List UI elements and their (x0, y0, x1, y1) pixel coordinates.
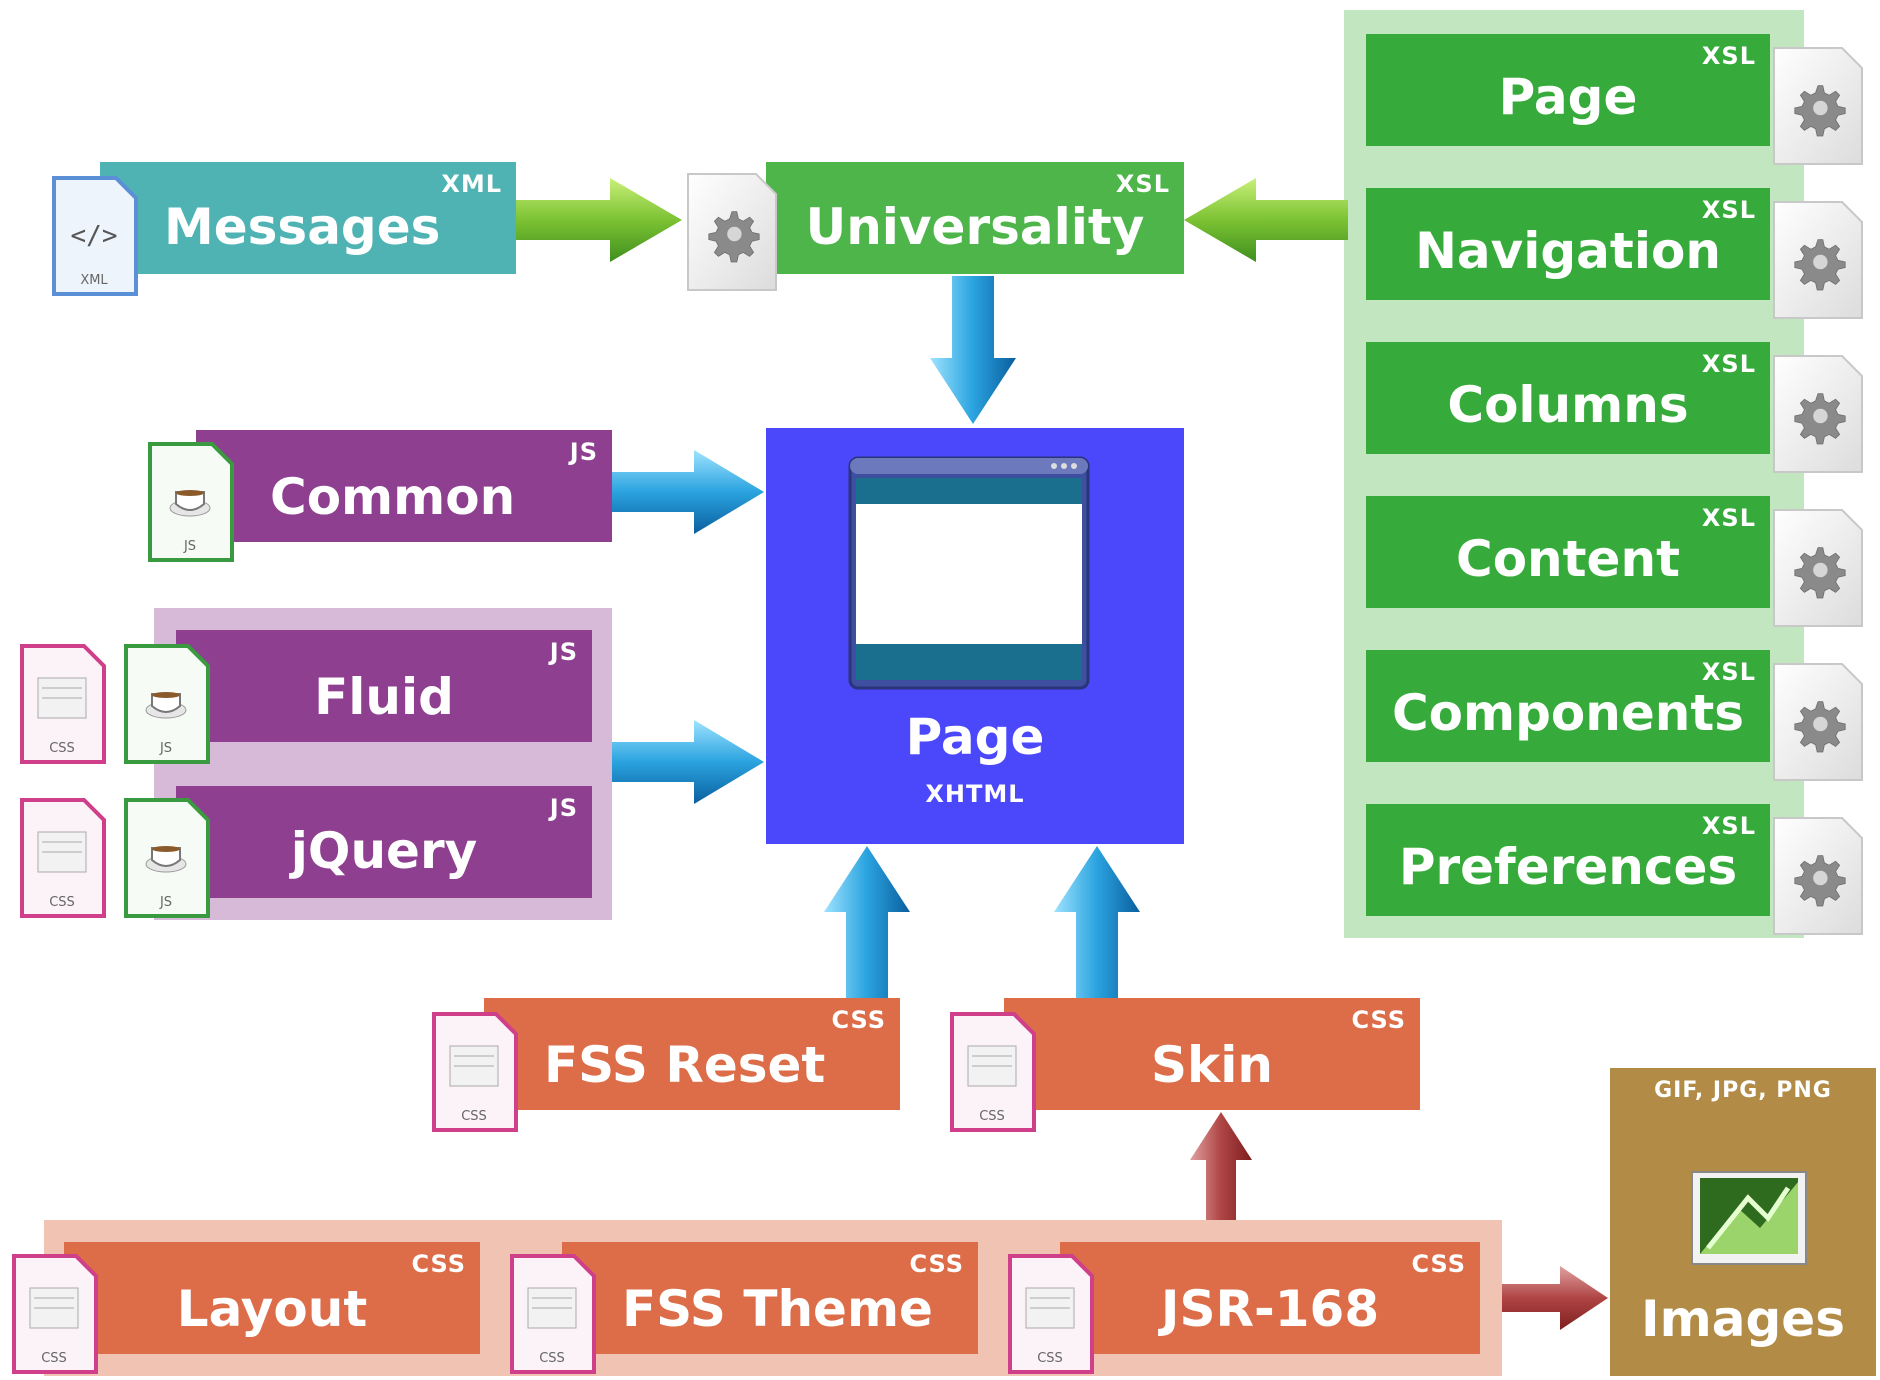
xsl-navigation-label: Navigation (1415, 222, 1721, 280)
gear-icon (1773, 663, 1863, 781)
css-file-icon-text: CSS (41, 1351, 67, 1366)
layout-label: Layout (176, 1280, 368, 1338)
fss-reset-box: CSS FSS Reset (484, 998, 900, 1110)
xsl-box-page: XSL Page (1366, 34, 1770, 146)
fss-theme-box: CSS FSS Theme (562, 1242, 978, 1354)
xsl-tag: XSL (1115, 170, 1170, 198)
xsl-page-label: Page (1498, 68, 1638, 126)
css-file-icon-text: CSS (979, 1109, 1005, 1124)
js-file-icon: JS (124, 798, 210, 918)
js-file-icon-text: JS (159, 895, 172, 910)
page-xhtml-sublabel: XHTML (925, 780, 1025, 808)
svg-text:</>: </> (71, 221, 118, 251)
arrow-jsr168-to-images (1502, 1266, 1608, 1330)
jquery-label: jQuery (290, 822, 478, 880)
xml-file-icon: </> XML (52, 176, 138, 296)
css-file-icon-text: CSS (1037, 1351, 1063, 1366)
css-file-icon: CSS (12, 1254, 98, 1374)
images-box: GIF, JPG, PNG Images (1610, 1068, 1876, 1376)
xsl-stack-panel (1344, 10, 1804, 938)
arrow-fluid-jquery-to-page (612, 720, 764, 804)
xsl-content-label: Content (1456, 530, 1680, 588)
messages-label: Messages (164, 198, 441, 256)
images-label: Images (1641, 1290, 1845, 1348)
xsl-tag: XSL (1701, 504, 1756, 532)
css-tag: CSS (909, 1250, 964, 1278)
css-file-icon-text: CSS (49, 741, 75, 756)
js-tag: JS (549, 638, 578, 666)
xsl-components-label: Components (1391, 684, 1745, 742)
css-file-icon: CSS (20, 798, 106, 918)
fss-reset-label: FSS Reset (544, 1036, 826, 1094)
arrow-skin-to-page (1054, 846, 1140, 998)
fluid-box: JS Fluid (176, 630, 592, 742)
layout-box: CSS Layout (64, 1242, 480, 1354)
skin-box: CSS Skin (1004, 998, 1420, 1110)
fss-theme-label: FSS Theme (622, 1280, 933, 1338)
universality-box: XSL Universality (766, 162, 1184, 274)
arrow-universality-to-page (930, 276, 1016, 424)
gear-icon (687, 173, 777, 291)
js-file-icon-text: JS (159, 741, 172, 756)
gear-icon (1773, 201, 1863, 319)
gear-icon (1773, 355, 1863, 473)
xsl-box-columns: XSL Columns (1366, 342, 1770, 454)
images-format-tag: GIF, JPG, PNG (1654, 1078, 1832, 1103)
js-file-icon: JS (124, 644, 210, 764)
common-label: Common (270, 468, 516, 526)
css-file-icon: CSS (432, 1012, 518, 1132)
arrow-jsr168-to-skin (1190, 1112, 1252, 1220)
css-file-icon: CSS (20, 644, 106, 764)
css-tag: CSS (831, 1006, 886, 1034)
jquery-box: JS jQuery (176, 786, 592, 898)
arrow-messages-to-universality (516, 178, 682, 262)
css-file-icon-text: CSS (49, 895, 75, 910)
js-file-icon: JS (148, 442, 234, 562)
js-file-icon-text: JS (183, 539, 196, 554)
css-file-icon-text: CSS (539, 1351, 565, 1366)
fluid-label: Fluid (314, 668, 454, 726)
common-box: JS Common (196, 430, 612, 542)
universality-label: Universality (805, 198, 1145, 256)
gear-icon (1773, 509, 1863, 627)
xml-file-icon-text: XML (80, 273, 108, 288)
js-tag: JS (569, 438, 598, 466)
skin-label: Skin (1151, 1036, 1273, 1094)
css-tag: CSS (1411, 1250, 1466, 1278)
css-tag: CSS (1351, 1006, 1406, 1034)
xsl-box-navigation: XSL Navigation (1366, 188, 1770, 300)
css-file-icon: CSS (950, 1012, 1036, 1132)
messages-box: XML Messages (100, 162, 516, 274)
xsl-box-content: XSL Content (1366, 496, 1770, 608)
arrow-common-to-page (612, 450, 764, 534)
css-tag: CSS (411, 1250, 466, 1278)
gear-icon (1773, 47, 1863, 165)
arrow-fss-reset-to-page (824, 846, 910, 998)
xsl-columns-label: Columns (1447, 376, 1689, 434)
xsl-box-preferences: XSL Preferences (1366, 804, 1770, 916)
xsl-tag: XSL (1701, 812, 1756, 840)
page-xhtml-label: Page (905, 708, 1045, 766)
xsl-tag: XSL (1701, 42, 1756, 70)
css-file-icon: CSS (1008, 1254, 1094, 1374)
arrow-xsl-stack-to-universality (1184, 178, 1348, 262)
js-tag: JS (549, 794, 578, 822)
xml-tag: XML (441, 170, 502, 198)
css-file-icon: CSS (510, 1254, 596, 1374)
browser-window-icon (848, 456, 1090, 690)
jsr168-box: CSS JSR-168 (1060, 1242, 1480, 1354)
jsr168-label: JSR-168 (1160, 1280, 1380, 1338)
xsl-tag: XSL (1701, 196, 1756, 224)
xsl-box-components: XSL Components (1366, 650, 1770, 762)
xsl-tag: XSL (1701, 350, 1756, 378)
xsl-tag: XSL (1701, 658, 1756, 686)
css-file-icon-text: CSS (461, 1109, 487, 1124)
gear-icon (1773, 817, 1863, 935)
image-file-icon (1691, 1171, 1807, 1265)
page-xhtml-box: Page XHTML (766, 428, 1184, 844)
xsl-preferences-label: Preferences (1398, 838, 1738, 896)
